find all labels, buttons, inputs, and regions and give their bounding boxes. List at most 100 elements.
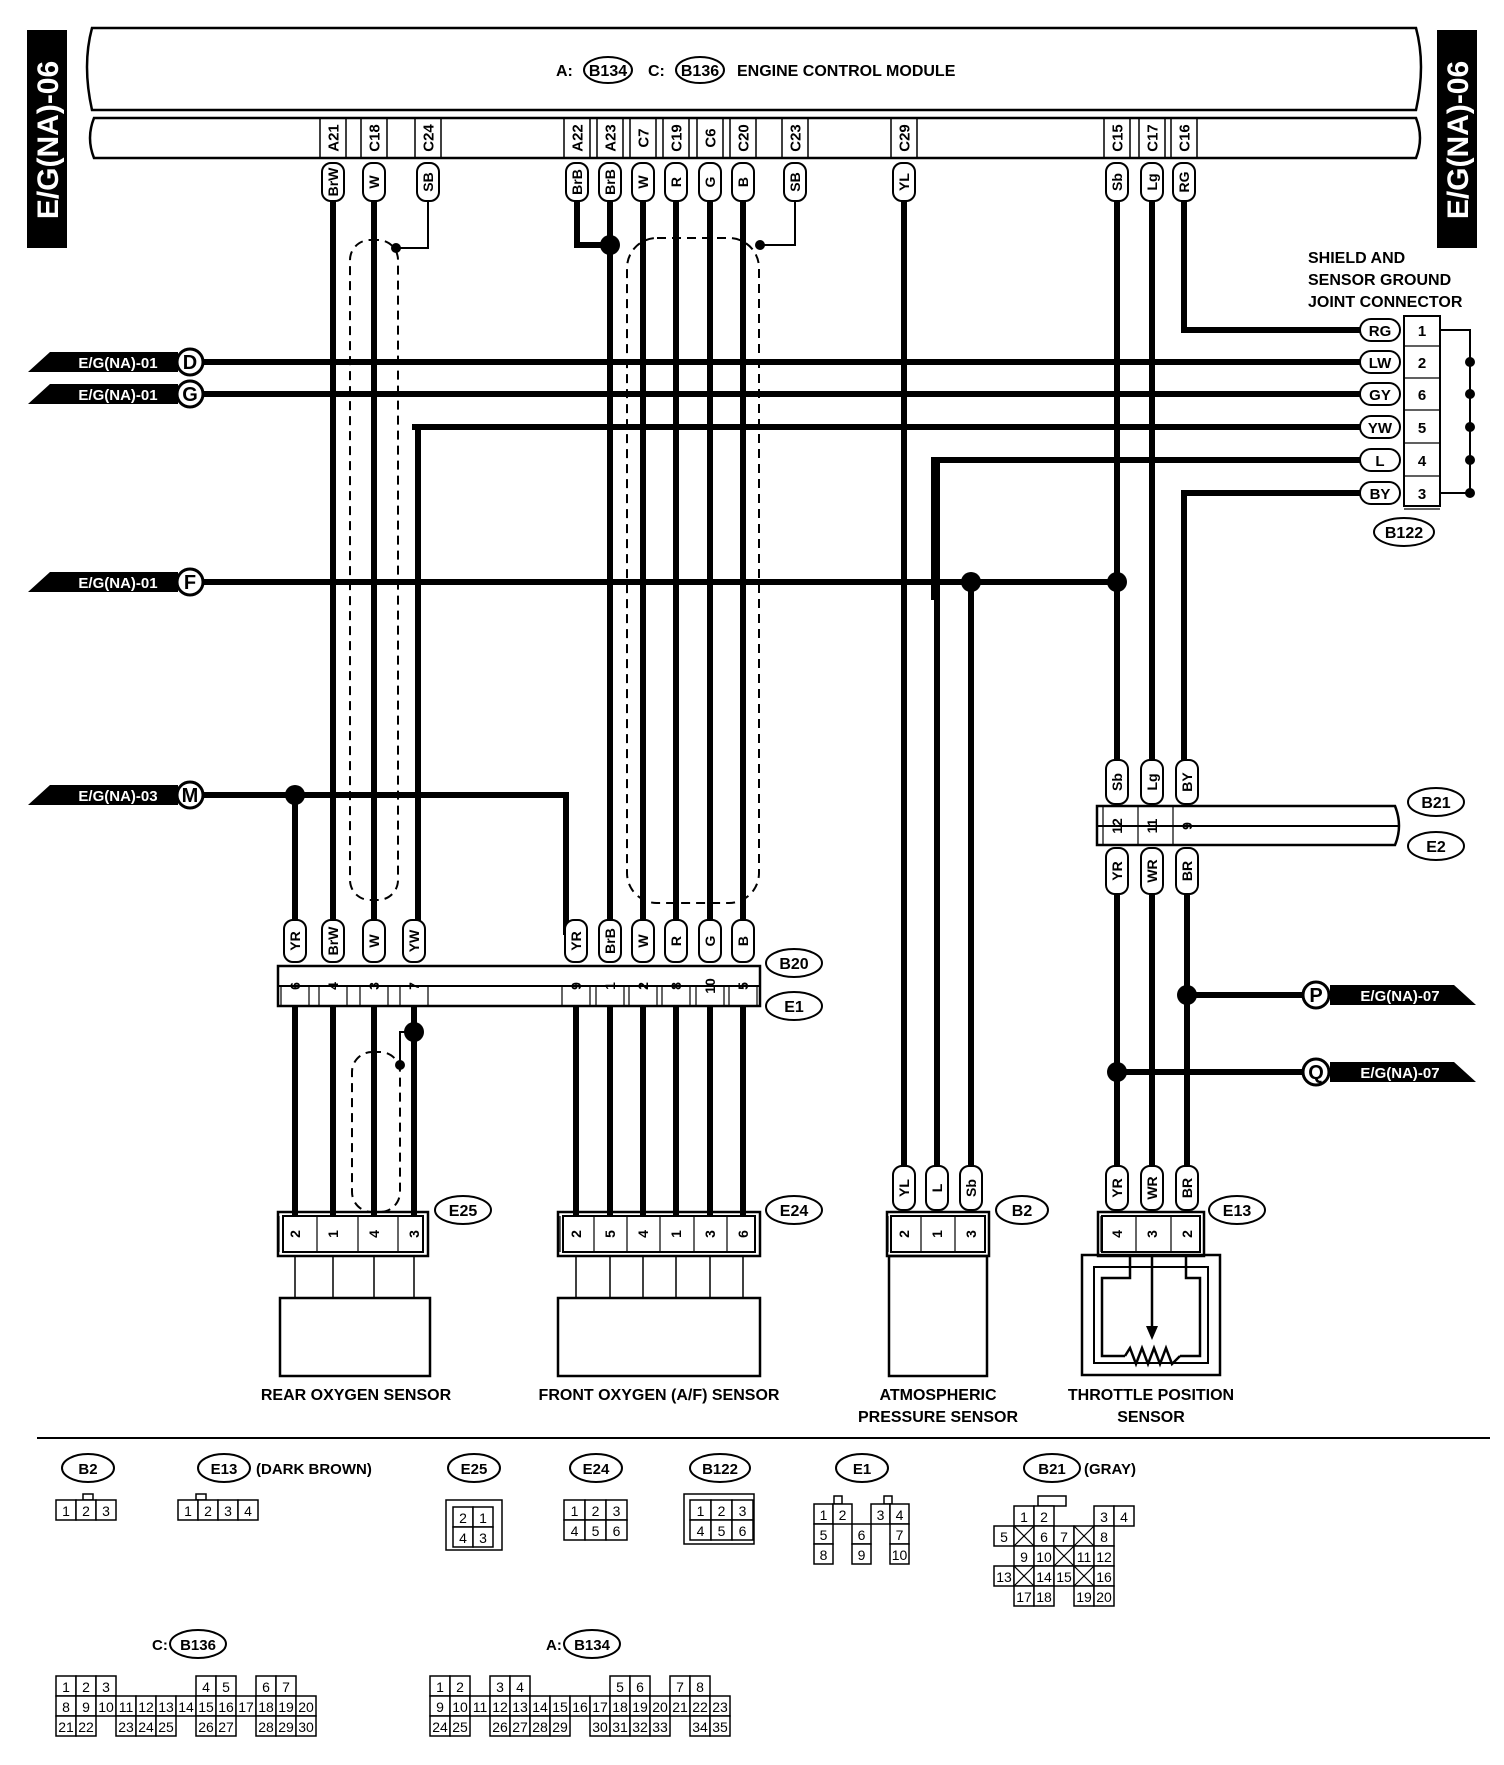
legend-b134-cell bbox=[649, 1715, 671, 1737]
legend-e13-oval bbox=[197, 1453, 251, 1483]
ecm-pin-7-color-tab bbox=[698, 162, 722, 202]
legend-b21-pin: 13 bbox=[996, 1569, 1012, 1585]
legend-b134-pin: 15 bbox=[552, 1699, 568, 1715]
joint-dot bbox=[1465, 422, 1475, 432]
b20-color-6: W bbox=[635, 934, 651, 948]
legend-b134-cell bbox=[449, 1715, 471, 1737]
b21-pin-0: 12 bbox=[1109, 818, 1125, 834]
legend-b136-pin: 11 bbox=[119, 1699, 134, 1715]
ecm-pin-5-color-tab bbox=[631, 162, 655, 202]
b20-color-5-tab bbox=[598, 919, 622, 963]
rear-pin-1: 1 bbox=[325, 1230, 341, 1238]
legend-b134-pin: 14 bbox=[532, 1699, 548, 1715]
legend-b136-pin: 18 bbox=[258, 1699, 274, 1715]
legend-b136-pin: 26 bbox=[198, 1719, 214, 1735]
legend-b134-pin: 21 bbox=[672, 1699, 688, 1715]
legend-e1-oval bbox=[835, 1453, 889, 1483]
ecm-pin-10-color: YL bbox=[896, 173, 912, 191]
legend-b136-pin: 2 bbox=[82, 1679, 90, 1695]
legend-b136-pin: 24 bbox=[138, 1719, 154, 1735]
front-sensor-name: FRONT OXYGEN (A/F) SENSOR bbox=[539, 1387, 780, 1404]
b20-pin-2: 3 bbox=[366, 982, 382, 990]
atm-name-2: PRESSURE SENSOR bbox=[858, 1409, 1018, 1426]
legend-e1-pin: 10 bbox=[892, 1547, 908, 1563]
b21-pin-2: 9 bbox=[1179, 822, 1195, 830]
ecm-pin-5-color: W bbox=[635, 175, 651, 189]
ecm-pin-12-color-tab bbox=[1140, 162, 1164, 202]
legend-e25-pin: 1 bbox=[479, 1510, 487, 1526]
b20-color-8-group: G bbox=[698, 919, 722, 963]
legend-b136-pin: 25 bbox=[158, 1719, 174, 1735]
ecm-pin-6-color: R bbox=[668, 177, 684, 187]
legend-b134-pin: 17 bbox=[592, 1699, 608, 1715]
atm-conn-id: B2 bbox=[1012, 1203, 1033, 1220]
b20-color-6-group: W bbox=[631, 919, 655, 963]
right-page-tag-text: E/G(NA)-06 bbox=[1442, 61, 1475, 219]
legend-b136-label: B136 bbox=[180, 1637, 216, 1654]
ref-left-circle bbox=[175, 567, 205, 597]
tps-color-2-tab bbox=[1175, 1165, 1199, 1211]
ref-right-letter: P bbox=[1309, 985, 1322, 1007]
front-pin-1: 5 bbox=[602, 1230, 618, 1238]
joint-row-0-color: RG bbox=[1369, 323, 1392, 340]
legend-b134-pin: 18 bbox=[612, 1699, 628, 1715]
ecm-title: ENGINE CONTROL MODULE bbox=[737, 63, 956, 80]
ecm-pin-10-color-group: YL bbox=[892, 162, 916, 202]
legend-b134-pin: 3 bbox=[496, 1679, 504, 1695]
b21-upper-2-group: BY bbox=[1175, 759, 1199, 805]
legend-e13-cell bbox=[237, 1499, 259, 1521]
legend-e13-pin: 4 bbox=[244, 1503, 252, 1519]
tps-color-1: WR bbox=[1144, 1176, 1160, 1199]
b20-id: B20 bbox=[779, 956, 808, 973]
legend-e24-cell bbox=[605, 1519, 628, 1541]
legend-b21-pin: 11 bbox=[1077, 1549, 1092, 1565]
b21-upper-1: Lg bbox=[1144, 773, 1160, 790]
b20-color-4-tab bbox=[564, 919, 588, 963]
legend-b21-pin: 8 bbox=[1100, 1529, 1108, 1545]
atm-color-1-group: L bbox=[925, 1165, 949, 1211]
legend-b122-pin: 4 bbox=[697, 1523, 705, 1539]
legend-e24-pin: 3 bbox=[613, 1503, 621, 1519]
tps-color-2-group: BR bbox=[1175, 1165, 1199, 1211]
legend-b21-pin: 5 bbox=[1000, 1529, 1008, 1545]
atm-color-0: YL bbox=[896, 1179, 912, 1197]
ref-left-arrow bbox=[28, 785, 178, 805]
b21-lower-1-tab bbox=[1140, 847, 1164, 895]
legend-e25-pin: 2 bbox=[459, 1510, 467, 1526]
legend-b134-pin: 31 bbox=[612, 1719, 628, 1735]
legend-e1-pin: 1 bbox=[820, 1507, 828, 1523]
legend-e13-pin: 1 bbox=[184, 1503, 192, 1519]
joint-row-1-tab bbox=[1359, 350, 1401, 374]
ecm-pin-6-color-tab bbox=[664, 162, 688, 202]
legend-b136-pin: 21 bbox=[58, 1719, 74, 1735]
ecm-pin-8-color-tab bbox=[731, 162, 755, 202]
b21-lower-2-tab bbox=[1175, 847, 1199, 895]
legend-b136-pin: 30 bbox=[298, 1719, 314, 1735]
b20-color-3: YW bbox=[406, 929, 422, 952]
ref-left-letter: G bbox=[182, 384, 198, 406]
joint-dot bbox=[1465, 455, 1475, 465]
joint-row-5-color: BY bbox=[1370, 486, 1391, 503]
legend-e1-cell bbox=[889, 1543, 910, 1565]
b21-upper-1-tab bbox=[1140, 759, 1164, 805]
ecm-pin-5-label: C7 bbox=[635, 128, 652, 147]
ref-right-arrow bbox=[1330, 985, 1476, 1005]
ecm-pin-4-color: BrB bbox=[602, 169, 618, 195]
legend-b136-pin: 17 bbox=[238, 1699, 254, 1715]
legend-b134-pin: 7 bbox=[676, 1679, 684, 1695]
b20-color-1-group: BrW bbox=[321, 919, 345, 963]
legend-b21-pin: 9 bbox=[1020, 1549, 1028, 1565]
legend-b134-pin: 6 bbox=[636, 1679, 644, 1695]
legend-b134-pin: 34 bbox=[692, 1719, 708, 1735]
legend-b134-pin: 9 bbox=[436, 1699, 444, 1715]
ref-left-text: E/G(NA)-01 bbox=[78, 575, 157, 592]
ref-left-text: E/G(NA)-01 bbox=[78, 355, 157, 372]
ref-left-circle bbox=[175, 347, 205, 377]
ref-right-letter: Q bbox=[1308, 1062, 1324, 1084]
legend-b134-pin: 33 bbox=[652, 1719, 668, 1735]
